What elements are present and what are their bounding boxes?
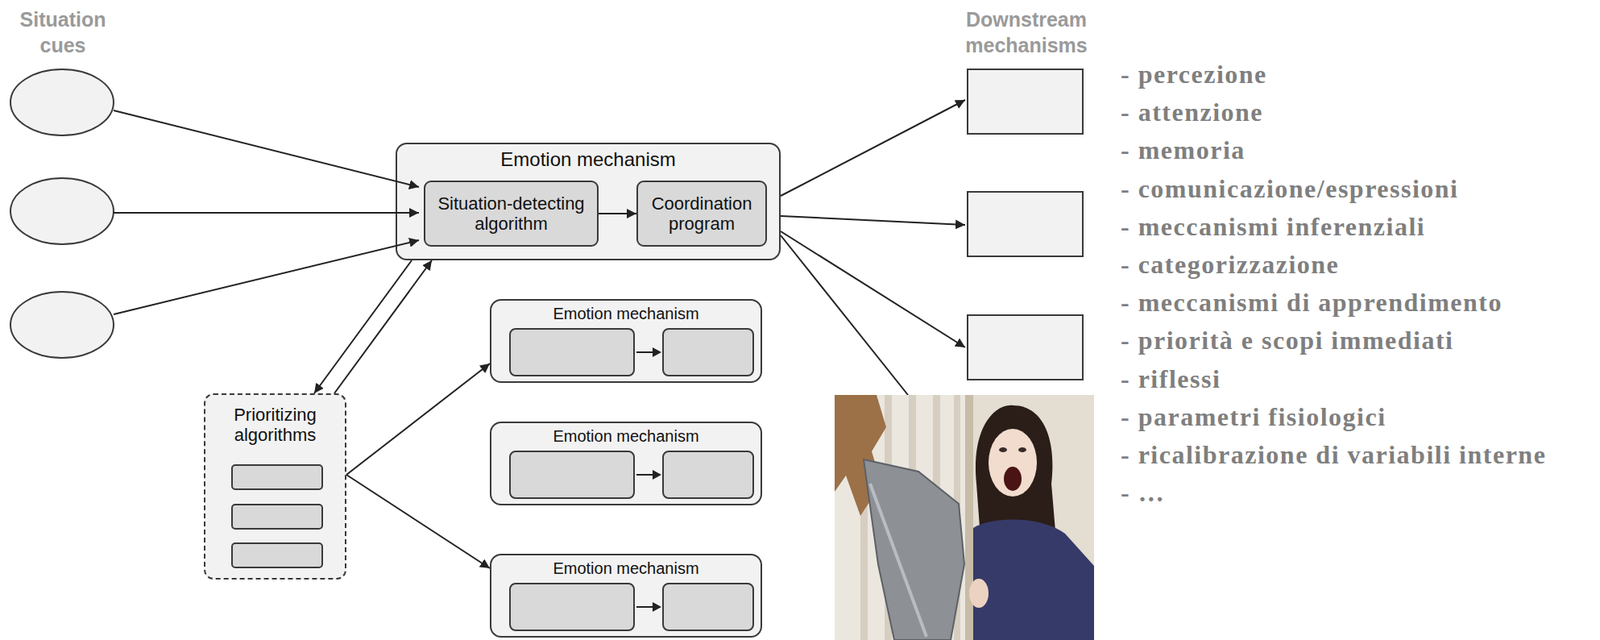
cue-ellipse — [10, 69, 114, 136]
emotion-mechanism-box: Emotion mechanism — [489, 298, 763, 383]
downstream-box — [967, 191, 1083, 257]
downstream-box — [967, 69, 1083, 134]
list-item: - priorità e scopi immediati — [1120, 321, 1454, 360]
inner-arrow — [634, 598, 663, 615]
emotion-mechanism-box: Emotion mechanism — [489, 421, 763, 506]
connector-arrow — [346, 363, 490, 475]
output-line — [780, 235, 908, 395]
connector-arrow — [598, 212, 637, 215]
inner-arrow-head — [652, 347, 662, 357]
algorithm-slot — [231, 503, 324, 530]
film-still — [834, 394, 1095, 640]
connector-arrow — [334, 260, 432, 394]
list-item: - meccanismi inferenziali — [1120, 207, 1426, 246]
inner-slot — [662, 582, 755, 631]
cue-arrow — [113, 240, 419, 315]
inner-arrow — [634, 344, 663, 361]
node-label: Emotion mechanism — [397, 144, 780, 171]
axe-highlight — [870, 483, 927, 637]
connector-arrow — [346, 474, 490, 568]
node-label: Situation-detecting algorithm — [431, 193, 591, 235]
list-item: - riflessi — [1120, 360, 1221, 398]
photo-ground — [834, 394, 1095, 640]
prioritizing-box: Prioritizing algorithms — [203, 393, 347, 580]
connector-arrow — [314, 260, 412, 394]
inner-slot — [509, 582, 635, 631]
list-item: - ricalibrazione di variabili interne — [1120, 435, 1547, 474]
inner-slot — [509, 327, 635, 377]
algorithm-slot — [231, 542, 324, 568]
emotion-mechanism-box: Emotion mechanism — [489, 553, 763, 638]
face — [988, 428, 1037, 497]
cue-arrow — [113, 110, 419, 187]
node-label: Emotion mechanism — [491, 300, 761, 324]
node-label: Prioritizing algorithms — [205, 394, 345, 446]
cue-arrow — [113, 211, 419, 214]
output-arrow — [780, 215, 966, 225]
inner-arrow — [634, 466, 663, 483]
list-item: - … — [1120, 473, 1165, 512]
inner-slot — [662, 450, 755, 499]
list-item: - memoria — [1120, 131, 1246, 170]
list-item: - categorizzazione — [1120, 245, 1339, 284]
output-arrow — [780, 231, 966, 348]
wall — [973, 394, 1095, 640]
inner-arrow-line — [636, 351, 655, 353]
list-item: - comunicazione/espressioni — [1120, 169, 1459, 208]
inner-arrow-head — [652, 601, 662, 612]
hand — [969, 578, 989, 608]
column-heading: Downstream mechanisms — [949, 6, 1103, 59]
inner-arrow-head — [652, 469, 662, 480]
node-label: Coordination program — [644, 193, 759, 235]
algorithm-box: Situation-detecting algorithm — [423, 180, 599, 247]
column-heading: Situation cues — [6, 6, 120, 59]
list-item: - attenzione — [1120, 93, 1264, 132]
algorithm-slot — [231, 464, 324, 490]
cue-ellipse — [10, 291, 114, 358]
list-item: - percezione — [1120, 55, 1268, 94]
sweater — [973, 519, 1095, 640]
axe-blade — [863, 459, 965, 640]
inner-slot — [509, 450, 635, 499]
output-arrow — [780, 99, 966, 196]
program-box: Coordination program — [636, 180, 767, 247]
eye — [1018, 447, 1027, 452]
downstream-box — [967, 315, 1083, 380]
inner-arrow-line — [636, 605, 655, 608]
list-item: - meccanismi di apprendimento — [1120, 283, 1503, 322]
node-label: Emotion mechanism — [491, 422, 761, 446]
cue-ellipse — [10, 178, 114, 245]
node-label: Emotion mechanism — [491, 555, 761, 578]
list-item: - parametri fisiologici — [1120, 397, 1387, 436]
emotion-mechanism-box: Emotion mechanismSituation-detecting alg… — [395, 142, 781, 261]
eye — [998, 447, 1008, 452]
inner-slot — [662, 327, 755, 377]
mouth — [1003, 466, 1022, 491]
inner-arrow-line — [636, 473, 655, 476]
